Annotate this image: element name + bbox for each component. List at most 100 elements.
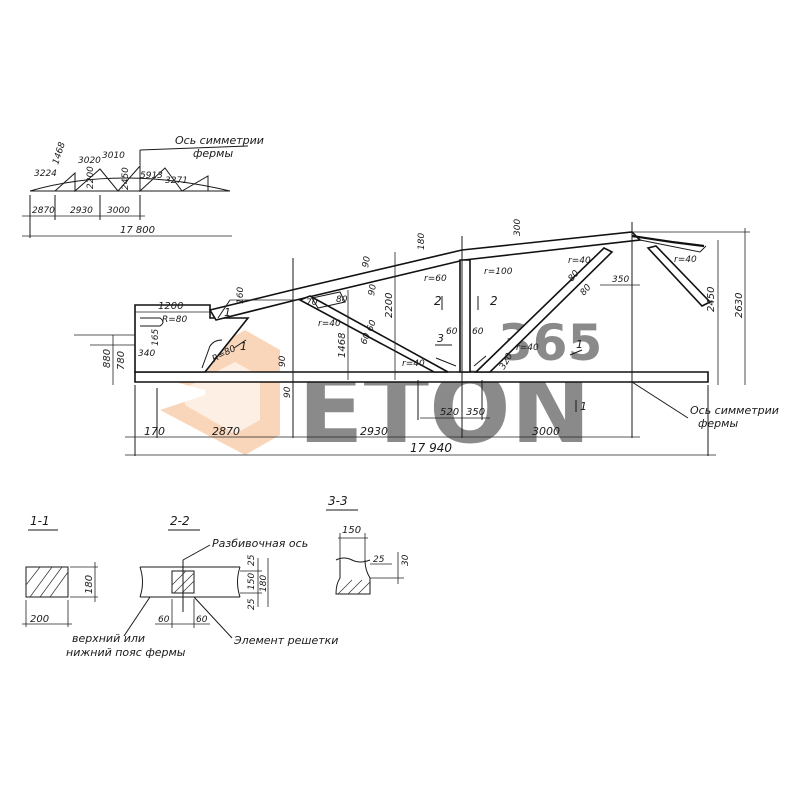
radius-r60: r=60 — [424, 274, 447, 284]
small-label-5913: 5913 — [140, 171, 163, 181]
web-80-a: 80 — [336, 295, 348, 305]
section-3-3-title: 3-3 — [328, 494, 348, 508]
small-axis-note-1: Ось симметрии — [175, 134, 264, 147]
small-label-3010: 3010 — [102, 151, 125, 161]
note-chord-line2: нижний пояс фермы — [66, 646, 186, 659]
note-layout-axis: Разбивочная ось — [212, 537, 308, 550]
section-2-2-title: 2-2 — [170, 514, 190, 528]
section-2-2-chord-leader — [123, 596, 151, 637]
section-mark-2b: 2 — [490, 294, 498, 308]
section-2-2-dim-150: 150 — [247, 573, 257, 590]
section-2-2-break-right — [237, 566, 241, 598]
section-2-2-dim-60b: 60 — [196, 615, 208, 625]
web-60-d: 60 — [359, 332, 372, 346]
radius-r40-b: r=40 — [402, 359, 425, 369]
diagonal-2 — [474, 247, 614, 373]
bottom-chord — [134, 371, 709, 383]
web-70: 70 — [306, 298, 318, 308]
section-1-1-title: 1-1 — [30, 514, 50, 528]
offset-300: 300 — [513, 219, 523, 236]
section-2-2-dim-25a: 25 — [247, 554, 257, 566]
small-truss-scheme: 3224 1468 3020 3010 2200 2450 5913 3271 … — [22, 134, 264, 238]
section-mark-3: 3 — [437, 332, 444, 345]
small-axis-note-2: фермы — [193, 147, 233, 160]
height-2630: 2630 — [734, 293, 745, 318]
section-3-3-width: 150 — [342, 525, 361, 536]
section-2-2-dim-60a: 60 — [158, 615, 170, 625]
small-web — [54, 164, 209, 193]
support-165: 165 — [151, 329, 161, 346]
main-axis-note-2: фермы — [698, 417, 738, 430]
offset-180: 180 — [417, 233, 427, 250]
diagonal-3 — [646, 245, 712, 307]
small-axis-leader — [139, 145, 249, 151]
main-axis-note-1: Ось симметрии — [690, 404, 779, 417]
radius-r40-c: r=40 — [516, 343, 539, 353]
small-label-3271: 3271 — [165, 176, 188, 186]
panel-2870: 2870 — [212, 425, 240, 438]
radius-r40-a: r=40 — [318, 319, 341, 329]
small-panel-2870: 2870 — [32, 206, 55, 216]
section-3-3-outline — [335, 559, 371, 595]
section-3-3-dim-25: 25 — [373, 555, 385, 565]
support-rounding — [201, 339, 223, 369]
section-mark-2a: 2 — [434, 294, 442, 308]
support-90: 90 — [278, 355, 288, 367]
offset-90-a: 90 — [361, 255, 373, 268]
section-1-1-rect — [25, 566, 69, 598]
web-80-c: 80 — [579, 283, 594, 298]
section-2-2-dim-180: 180 — [259, 575, 269, 592]
small-label-2200: 2200 — [86, 166, 96, 189]
small-total-17800: 17 800 — [120, 225, 155, 236]
height-2200: 2200 — [384, 293, 395, 318]
section-notes: Разбивочная ось верхний или нижний пояс … — [66, 537, 338, 659]
section-mark-1a: 1 — [224, 306, 231, 319]
node-bevel-2 — [473, 355, 487, 367]
section-mark-1b: 1 — [240, 340, 247, 353]
section-1-1-width: 200 — [30, 614, 49, 625]
web-60-a: 60 — [446, 327, 458, 337]
section-1-1-height: 180 — [84, 575, 95, 594]
node-bevel-1 — [435, 357, 457, 367]
web-60-b: 60 — [472, 327, 484, 337]
web-60-c: 60 — [365, 319, 378, 333]
height-2450: 2450 — [706, 287, 717, 312]
height-880: 880 — [102, 349, 113, 368]
section-1-cut-a — [217, 299, 231, 319]
support-r80-a: R=80 — [162, 315, 188, 325]
section-1-1: 1-1 200 180 — [22, 514, 98, 627]
section-3-3: 3-3 150 25 30 — [326, 494, 411, 595]
section-2-2-axis-leader — [182, 544, 211, 561]
diagonal-1 — [298, 295, 449, 373]
small-label-3224: 3224 — [34, 169, 57, 179]
small-label-2450: 2450 — [121, 167, 131, 190]
section-1-cut-c — [569, 349, 583, 356]
note-lattice: Элемент решетки — [233, 634, 338, 647]
bottom-90: 90 — [283, 386, 293, 398]
ridge-extension — [631, 234, 705, 248]
offset-160: 160 — [236, 287, 246, 304]
small-top-chord — [29, 177, 231, 192]
small-label-3020: 3020 — [78, 156, 101, 166]
support-1200: 1200 — [158, 301, 183, 312]
radius-r40-e: r=40 — [674, 255, 697, 265]
section-1-cut-b — [233, 339, 247, 349]
panel-2930: 2930 — [360, 425, 388, 438]
section-2-2-hatch — [171, 570, 195, 594]
section-3-3-dim-30: 30 — [401, 554, 411, 566]
axis-leader — [631, 381, 689, 419]
height-1468: 1468 — [337, 333, 348, 358]
section-2-2-break-left — [139, 566, 143, 598]
radius-r100: r=100 — [484, 267, 513, 277]
bottom-520: 520 — [440, 407, 459, 418]
section-2-2-lattice-leader — [193, 596, 233, 639]
panel-170: 170 — [144, 425, 165, 438]
panel-3000: 3000 — [532, 425, 560, 438]
section-3-3-break — [335, 557, 371, 563]
support-340: 340 — [138, 349, 155, 359]
note-chord-line1: верхний или — [72, 632, 145, 645]
offset-350-top: 350 — [612, 275, 629, 285]
total-17940: 17 940 — [410, 441, 452, 455]
